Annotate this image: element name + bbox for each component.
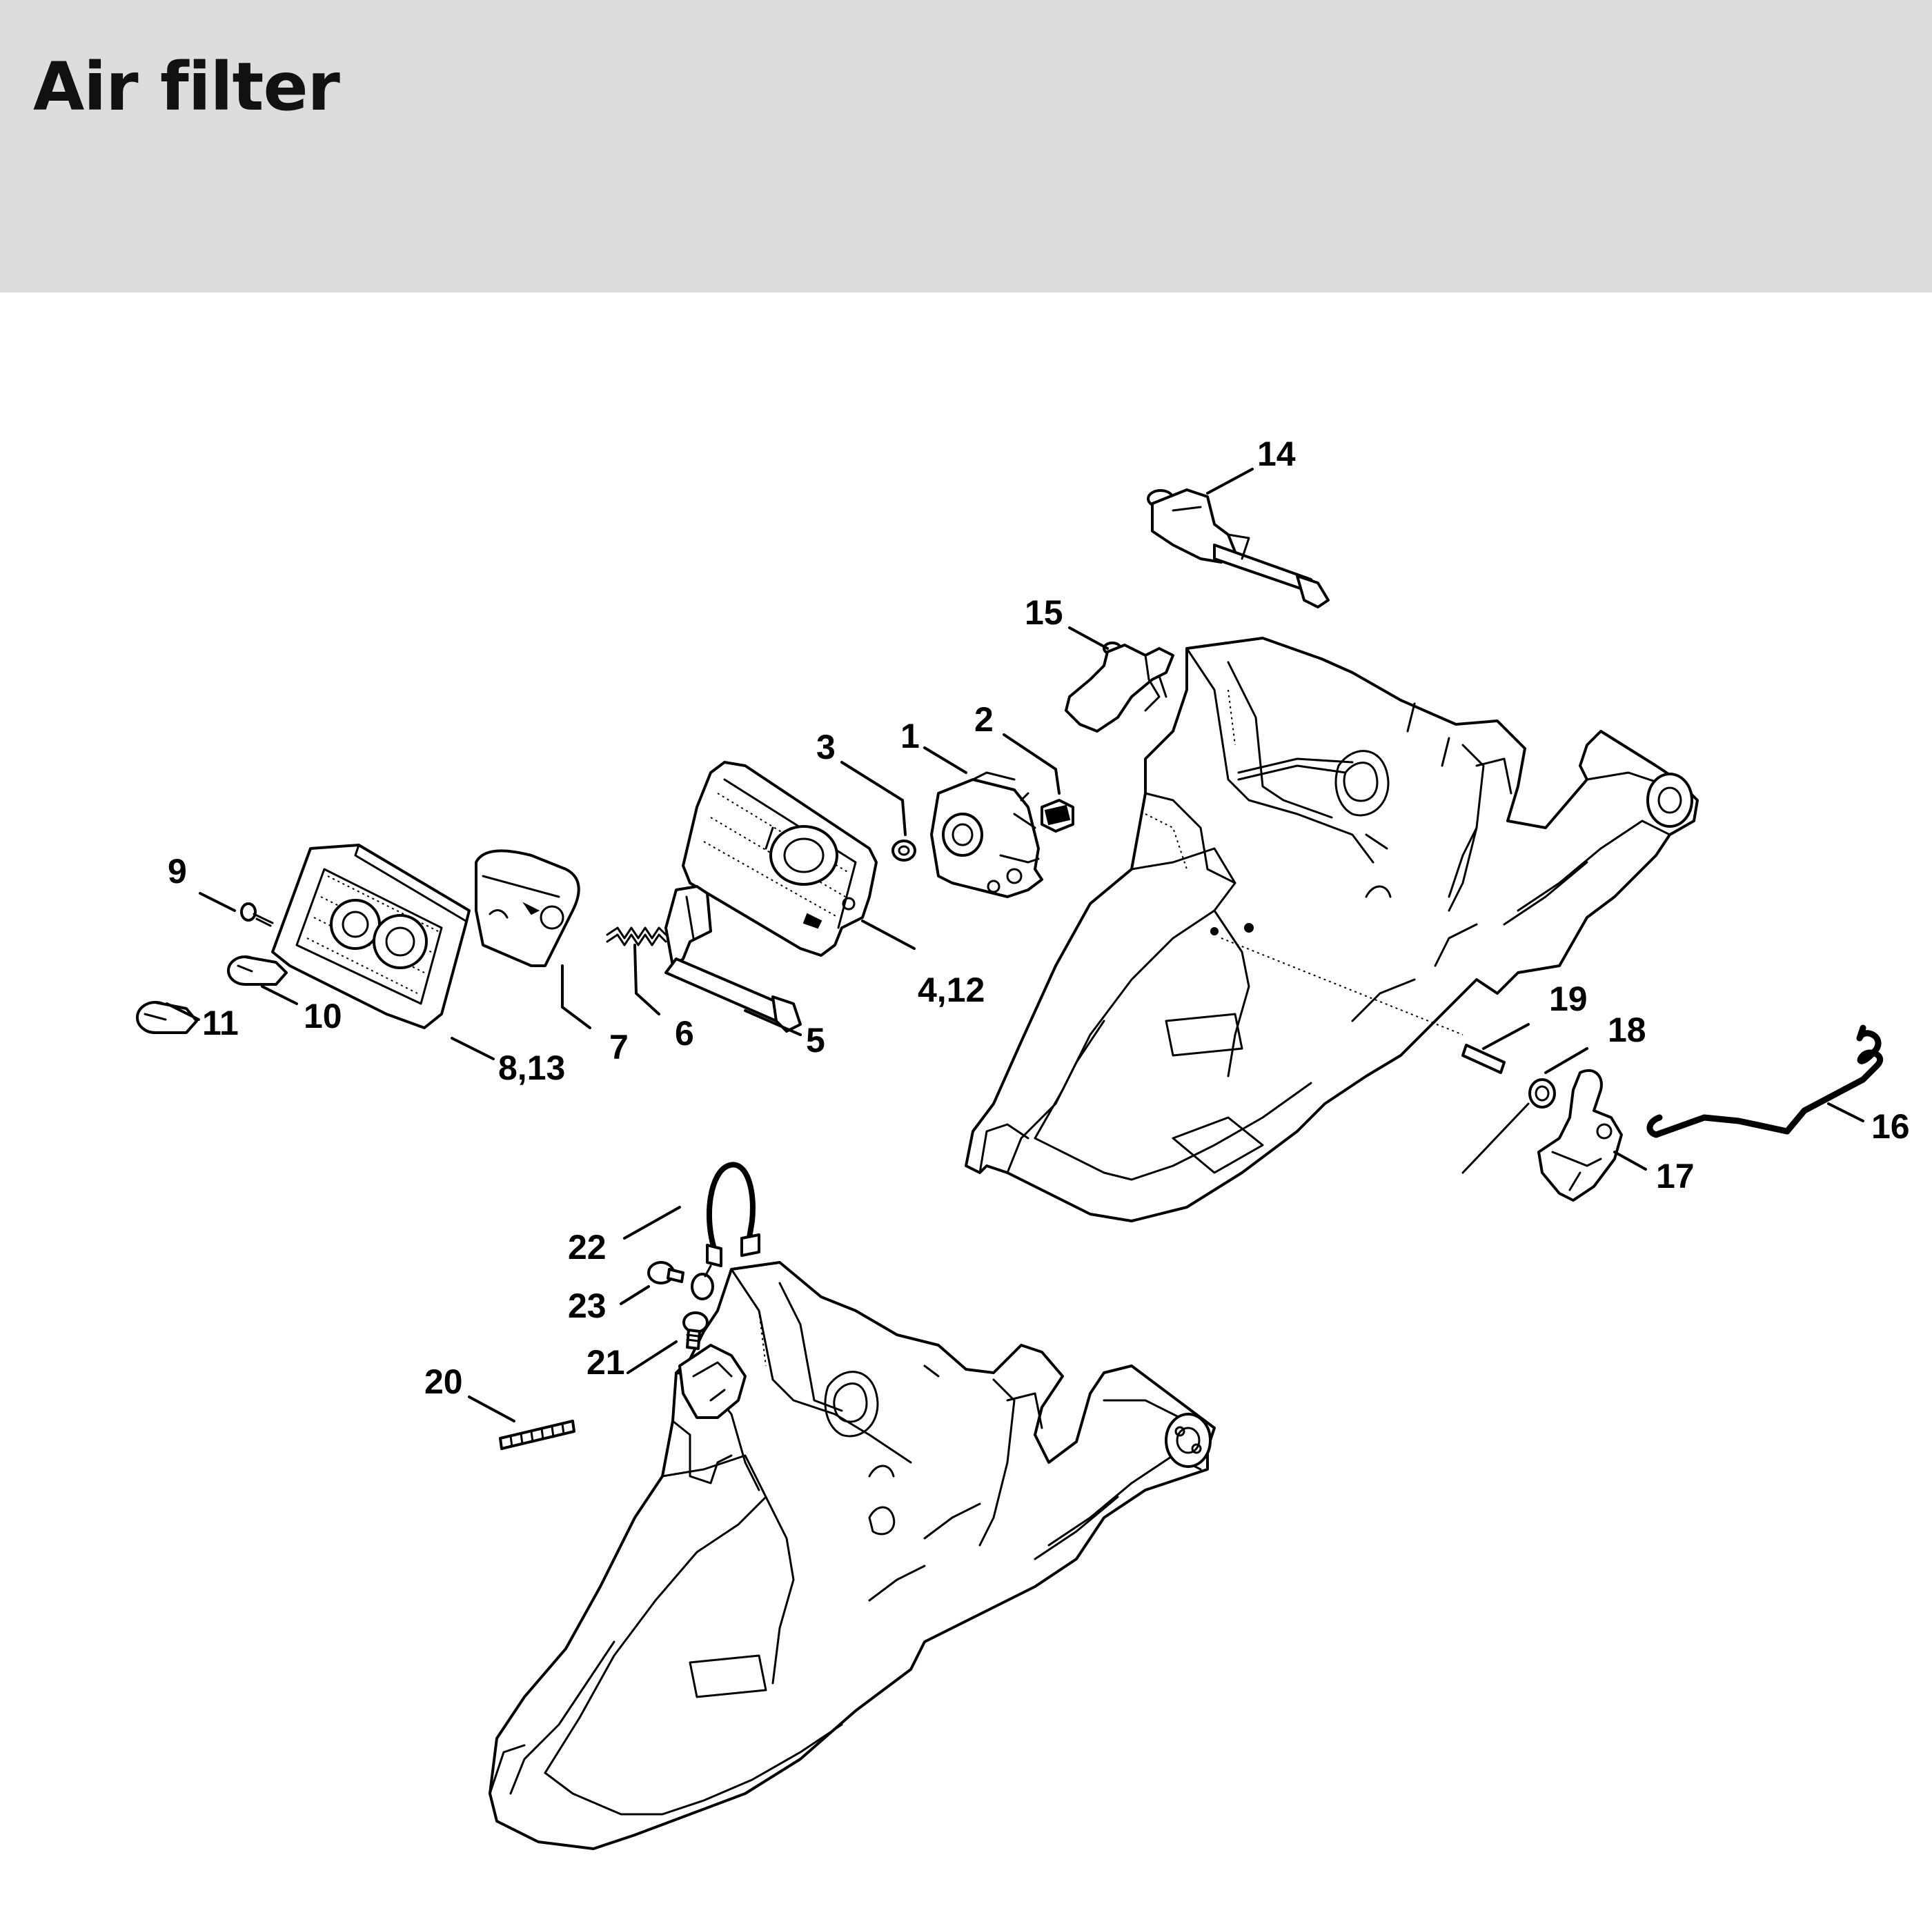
air-filter-icon bbox=[271, 844, 471, 1029]
spring-icon bbox=[606, 926, 667, 946]
handle-housing-icon bbox=[489, 1261, 1216, 1850]
screw-icon bbox=[240, 902, 274, 927]
choke-lever-icon bbox=[664, 885, 802, 1033]
page-title: Air filter bbox=[33, 48, 340, 126]
throttle-shaft-icon bbox=[1147, 488, 1330, 608]
carburetor-icon bbox=[930, 771, 1043, 898]
throttle-rod-icon bbox=[1646, 1024, 1884, 1138]
callout-19: 19 bbox=[1549, 980, 1588, 1018]
knob-icon bbox=[227, 955, 288, 986]
callout-2: 2 bbox=[974, 700, 994, 739]
callout-21: 21 bbox=[586, 1343, 625, 1382]
callout-3: 3 bbox=[816, 728, 836, 766]
callout-1: 1 bbox=[900, 717, 920, 755]
page-header: Air filter bbox=[0, 0, 1932, 292]
screw-icon bbox=[647, 1261, 684, 1284]
callout-7: 7 bbox=[609, 1028, 629, 1066]
callout-4-12: 4,12 bbox=[918, 971, 985, 1009]
cable-icon bbox=[691, 1162, 760, 1300]
filter-base-icon bbox=[475, 849, 580, 967]
pin-icon bbox=[499, 1420, 575, 1450]
nut-icon bbox=[891, 840, 916, 862]
callout-23: 23 bbox=[568, 1287, 607, 1325]
callout-6: 6 bbox=[675, 1014, 694, 1053]
alignment-line bbox=[1221, 937, 1463, 1035]
spring-icon bbox=[1041, 799, 1074, 833]
callout-20: 20 bbox=[424, 1362, 463, 1401]
screw-icon bbox=[682, 1311, 709, 1350]
callout-11: 11 bbox=[202, 1004, 239, 1042]
callout-15: 15 bbox=[1025, 593, 1063, 632]
callout-8-13: 8,13 bbox=[498, 1049, 565, 1087]
callout-14: 14 bbox=[1257, 435, 1296, 473]
spring-icon bbox=[1461, 1078, 1556, 1174]
choke-lever-icon bbox=[678, 1344, 747, 1419]
callout-10: 10 bbox=[304, 997, 342, 1035]
pin-icon bbox=[1461, 1044, 1506, 1074]
throttle-trigger-icon bbox=[1537, 1069, 1623, 1202]
callout-9: 9 bbox=[168, 852, 187, 891]
callout-16: 16 bbox=[1871, 1107, 1910, 1146]
callout-17: 17 bbox=[1656, 1157, 1695, 1195]
knob-icon bbox=[136, 1001, 198, 1034]
callout-5: 5 bbox=[806, 1021, 825, 1060]
callout-18: 18 bbox=[1608, 1011, 1646, 1049]
filter-base-icon bbox=[682, 761, 878, 957]
throttle-trigger-icon bbox=[1065, 642, 1174, 733]
callout-22: 22 bbox=[568, 1228, 607, 1267]
handle-housing-icon bbox=[965, 637, 1699, 1222]
leader-lines bbox=[166, 468, 1864, 1422]
